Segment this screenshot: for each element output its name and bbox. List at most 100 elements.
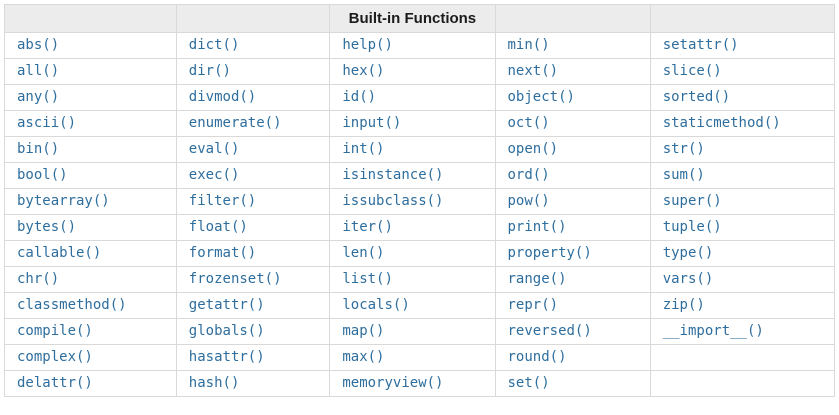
function-link[interactable]: open() (507, 141, 559, 157)
function-link[interactable]: bool() (17, 167, 68, 183)
function-link[interactable]: locals() (342, 297, 410, 313)
function-link[interactable]: hex() (342, 63, 385, 79)
function-link[interactable]: globals() (188, 323, 265, 339)
function-link[interactable]: memoryview() (342, 375, 444, 391)
function-cell: callable() (4, 240, 177, 267)
function-cell: float() (175, 214, 331, 241)
function-link[interactable]: iter() (342, 219, 393, 235)
function-link[interactable]: reversed() (507, 323, 592, 339)
function-link[interactable]: dir() (188, 63, 231, 79)
function-link[interactable]: slice() (662, 63, 722, 79)
function-link[interactable]: bytes() (17, 219, 77, 235)
function-cell: locals() (329, 292, 496, 319)
function-link[interactable]: getattr() (188, 297, 265, 313)
function-link[interactable]: id() (342, 89, 377, 105)
function-link[interactable]: len() (342, 245, 385, 261)
function-link[interactable]: classmethod() (17, 297, 127, 313)
function-link[interactable]: bin() (17, 141, 60, 157)
function-cell: chr() (4, 266, 177, 293)
function-link[interactable]: filter() (188, 193, 257, 209)
table-row: all() dir() hex() next() slice() (4, 58, 836, 85)
function-link[interactable]: hasattr() (188, 349, 265, 365)
function-link[interactable]: str() (662, 141, 705, 157)
function-cell: dir() (175, 58, 331, 85)
function-link[interactable]: zip() (662, 297, 705, 313)
header-cell-empty-1 (4, 4, 177, 33)
function-link[interactable]: dict() (188, 37, 240, 53)
table-title: Built-in Functions (329, 4, 496, 33)
function-link[interactable]: ord() (507, 167, 550, 183)
function-link[interactable]: ascii() (17, 115, 77, 131)
function-link[interactable]: tuple() (662, 219, 722, 235)
function-link[interactable]: eval() (188, 141, 240, 157)
function-link[interactable]: pow() (507, 193, 550, 209)
function-cell: ascii() (4, 110, 177, 137)
function-link[interactable]: int() (342, 141, 385, 157)
function-cell: hasattr() (175, 344, 331, 371)
function-link[interactable]: __import__() (662, 323, 764, 339)
function-cell: staticmethod() (649, 110, 836, 137)
function-cell: super() (649, 188, 836, 215)
function-link[interactable]: format() (188, 245, 257, 261)
function-link[interactable]: repr() (507, 297, 559, 313)
function-link[interactable]: any() (17, 89, 60, 105)
function-link[interactable]: divmod() (188, 89, 257, 105)
function-cell: print() (494, 214, 651, 241)
function-link[interactable]: range() (507, 271, 567, 287)
function-link[interactable]: abs() (17, 37, 60, 53)
function-link[interactable]: sum() (662, 167, 705, 183)
function-link[interactable]: frozenset() (188, 271, 282, 287)
function-link[interactable]: issubclass() (342, 193, 444, 209)
function-cell: dict() (175, 32, 331, 59)
function-link[interactable]: setattr() (662, 37, 739, 53)
function-link[interactable]: compile() (17, 323, 93, 339)
function-link[interactable]: complex() (17, 349, 93, 365)
table-row: callable() format() len() property() type() (4, 240, 836, 267)
function-link[interactable]: help() (342, 37, 393, 53)
empty-cell (649, 370, 836, 397)
function-cell: __import__() (649, 318, 836, 345)
function-link[interactable]: max() (342, 349, 385, 365)
function-cell: slice() (649, 58, 836, 85)
table-row: classmethod() getattr() locals() repr() zip(… (4, 292, 836, 319)
function-link[interactable]: oct() (507, 115, 550, 131)
table-row: abs() dict() help() min() setattr() (4, 32, 836, 59)
function-link[interactable]: all() (17, 63, 60, 79)
function-cell: compile() (4, 318, 177, 345)
function-cell: len() (329, 240, 496, 267)
function-link[interactable]: object() (507, 89, 575, 105)
function-cell: complex() (4, 344, 177, 371)
function-cell: open() (494, 136, 651, 163)
function-link[interactable]: exec() (188, 167, 240, 183)
function-link[interactable]: enumerate() (188, 115, 282, 131)
function-cell: sorted() (649, 84, 836, 111)
function-link[interactable]: min() (507, 37, 550, 53)
function-cell: setattr() (649, 32, 836, 59)
function-cell: filter() (175, 188, 331, 215)
function-link[interactable]: staticmethod() (662, 115, 781, 131)
function-link[interactable]: print() (507, 219, 567, 235)
function-link[interactable]: property() (507, 245, 592, 261)
function-link[interactable]: chr() (17, 271, 60, 287)
function-link[interactable]: input() (342, 115, 402, 131)
table-row: complex() hasattr() max() round() (4, 344, 836, 371)
function-link[interactable]: bytearray() (17, 193, 110, 209)
function-link[interactable]: sorted() (662, 89, 731, 105)
function-link[interactable]: map() (342, 323, 385, 339)
function-link[interactable]: next() (507, 63, 559, 79)
function-link[interactable]: float() (188, 219, 248, 235)
function-link[interactable]: vars() (662, 271, 714, 287)
function-link[interactable]: set() (507, 375, 550, 391)
function-link[interactable]: isinstance() (342, 167, 444, 183)
function-link[interactable]: type() (662, 245, 714, 261)
function-link[interactable]: hash() (188, 375, 240, 391)
function-cell: input() (329, 110, 496, 137)
function-link[interactable]: callable() (17, 245, 102, 261)
function-link[interactable]: super() (662, 193, 722, 209)
function-cell: any() (4, 84, 177, 111)
function-link[interactable]: round() (507, 349, 567, 365)
function-cell: tuple() (649, 214, 836, 241)
function-link[interactable]: list() (342, 271, 393, 287)
function-cell: all() (4, 58, 177, 85)
function-link[interactable]: delattr() (17, 375, 93, 391)
